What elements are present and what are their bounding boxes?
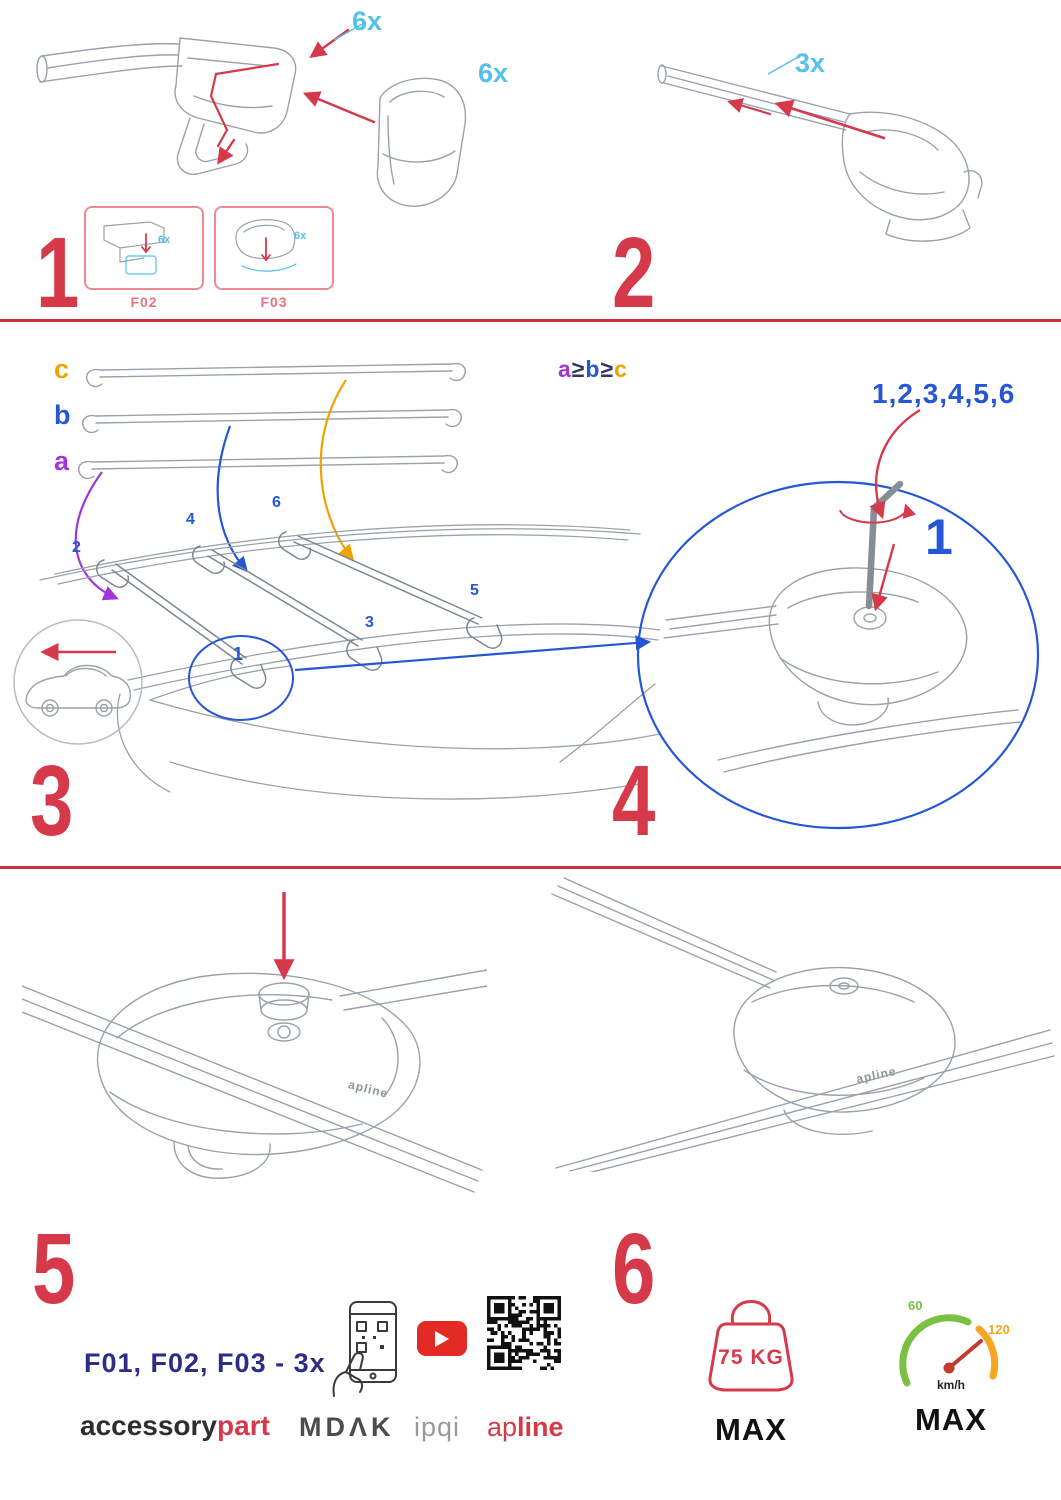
brand-ap-text: ap xyxy=(487,1412,518,1442)
step4-tighten-detail xyxy=(636,408,1040,830)
rule-ge2: ≥ xyxy=(600,356,615,382)
red-insert-arrows xyxy=(209,28,376,165)
youtube-icon xyxy=(417,1321,467,1356)
rule-ge1: ≥ xyxy=(571,356,586,382)
roof-position-3: 3 xyxy=(365,614,374,631)
step1-endcap-illustration xyxy=(36,21,468,207)
rule-b: b xyxy=(585,356,601,382)
youtube-play-triangle xyxy=(435,1330,449,1347)
brand-accessory-text: accessory xyxy=(80,1410,218,1441)
parts-quantity-note: F01, F02, F03 - 3x xyxy=(84,1348,326,1378)
detail-pointer-arrow xyxy=(294,635,652,672)
allen-key-icon xyxy=(865,480,904,610)
brand-mdak: MDΛK xyxy=(299,1412,395,1442)
part-box-f02-label: F02 xyxy=(130,294,158,310)
part-box-f03: 6x xyxy=(214,206,334,290)
bar-label-c: c xyxy=(54,354,70,384)
bar-label-b: b xyxy=(54,400,71,430)
step2-number: 2 xyxy=(612,217,656,329)
step5-knob-illustration xyxy=(22,892,487,1193)
section-divider-top xyxy=(0,319,1061,322)
qty-label-bar: 3x xyxy=(795,48,826,78)
press-arrow xyxy=(871,543,896,612)
f02-qty: 6x xyxy=(158,234,171,246)
max-speed-gauge-icon xyxy=(899,1314,999,1387)
roof-position-2: 2 xyxy=(72,539,81,556)
brand-part-text: part xyxy=(217,1410,270,1441)
step1-number: 1 xyxy=(36,217,80,329)
mounted-crossbars xyxy=(96,531,503,689)
car-direction-inset xyxy=(13,619,143,745)
part-box-f03-label: F03 xyxy=(260,294,288,310)
max-load-label: MAX xyxy=(715,1412,787,1447)
rule-c: c xyxy=(614,356,628,382)
step5-number: 5 xyxy=(32,1213,76,1325)
brand-line-text: line xyxy=(517,1412,564,1442)
size-order-rule: a≥b≥c xyxy=(558,356,628,383)
roof-position-4: 4 xyxy=(186,511,195,528)
max-speed-label: MAX xyxy=(915,1402,987,1437)
roof-position-1: 1 xyxy=(233,644,244,664)
f03-mini-illustration xyxy=(235,219,297,272)
connector-b-blue xyxy=(216,425,249,573)
brand-apline: apline xyxy=(487,1412,564,1443)
car-roof-wireframe xyxy=(39,524,660,800)
qr-code xyxy=(487,1296,561,1370)
part-box-f02: 6x xyxy=(84,206,204,290)
rotate-arrow xyxy=(839,503,917,524)
loose-crossbars xyxy=(78,362,466,480)
step6-number: 6 xyxy=(612,1213,656,1325)
brand-ipqi: ipqi xyxy=(414,1412,461,1442)
first-position-label: 1 xyxy=(925,509,953,565)
qty-label-cover: 6x xyxy=(478,58,509,88)
roof-position-5: 5 xyxy=(470,582,479,599)
position1-highlight-circle xyxy=(188,635,294,721)
detail-circle xyxy=(636,480,1040,830)
rule-a: a xyxy=(558,356,572,382)
tighten-sequence: 1,2,3,4,5,6 xyxy=(872,378,1016,409)
cyan-leader-lines xyxy=(333,21,468,96)
brand-accessorypart: accessorypart xyxy=(80,1410,270,1442)
section-divider-bottom xyxy=(0,866,1061,869)
qty-label-clamp: 6x xyxy=(352,6,383,36)
step6-mounted-illustration xyxy=(551,877,1055,1172)
phone-scan-icon xyxy=(332,1301,397,1397)
connector-a-purple xyxy=(74,471,119,601)
step2-crossbar-illustration xyxy=(657,55,983,242)
connector-c-orange xyxy=(319,379,355,561)
max-load-icon xyxy=(708,1300,794,1392)
max-load-value: 75 KG xyxy=(718,1346,784,1369)
f03-qty: 6x xyxy=(294,230,307,242)
f02-mini-illustration xyxy=(103,221,165,275)
bar-label-a: a xyxy=(54,446,70,476)
speed-low-label: 60 xyxy=(908,1298,923,1313)
step4-number: 4 xyxy=(612,745,656,857)
speed-high-label: 120 xyxy=(988,1322,1010,1337)
roof-position-6: 6 xyxy=(272,494,281,511)
sequence-arrow xyxy=(869,408,921,520)
step3-number: 3 xyxy=(30,745,74,857)
step3-roof-illustration xyxy=(13,362,660,800)
speed-unit-label: km/h xyxy=(936,1378,965,1392)
